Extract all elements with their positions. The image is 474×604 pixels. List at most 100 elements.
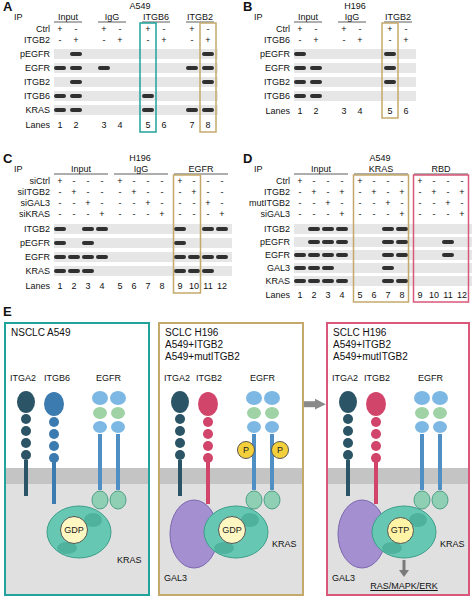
blot-band [308, 266, 320, 270]
itga2-domain [175, 450, 185, 460]
kras-protein [47, 506, 111, 558]
panel-letter: A [3, 0, 12, 14]
blot-band [384, 80, 396, 84]
plus-minus-sign: - [419, 198, 422, 208]
blot-row-label: EGFR [25, 63, 50, 73]
signal-arrow-head [399, 570, 409, 577]
integrin-beta-domain [49, 441, 59, 451]
blot-band [396, 253, 408, 257]
integrin-beta-domain [371, 429, 381, 439]
blot-row-label: pEGFR [20, 49, 50, 59]
lane-number: 3 [101, 120, 106, 130]
protein-label: KRAS [440, 539, 465, 549]
lane-number: 12 [217, 281, 227, 291]
plus-minus-sign: + [339, 187, 344, 197]
plus-minus-sign: - [433, 209, 436, 219]
signal-arrow-shaft [403, 560, 406, 571]
plus-minus-sign: + [431, 187, 436, 197]
plus-minus-sign: + [131, 187, 136, 197]
blot-strip [294, 250, 472, 260]
plus-minus-sign: + [161, 35, 166, 45]
egfr-kinase [432, 491, 448, 509]
egfr-kinase [414, 491, 430, 509]
egfr-domain [432, 391, 448, 405]
plus-minus-sign: + [459, 209, 464, 219]
group-header: IgG [105, 12, 120, 22]
process-arrow [304, 401, 317, 407]
plus-minus-sign: + [177, 176, 182, 186]
blot-band [310, 66, 322, 70]
plus-minus-sign: - [341, 176, 344, 186]
plus-minus-sign: - [299, 198, 302, 208]
plus-minus-sign: - [161, 176, 164, 186]
lane-number: 2 [71, 281, 76, 291]
egfr-domain [265, 421, 279, 433]
blot-band [294, 80, 306, 84]
protein-label: GAL3 [164, 573, 187, 583]
plus-minus-sign: - [327, 176, 330, 186]
blot-band [174, 227, 186, 231]
blot-band [384, 52, 396, 56]
plus-minus-sign: + [205, 35, 210, 45]
egfr-domain [264, 391, 280, 405]
itga2-domain [175, 426, 185, 436]
plus-minus-sign: + [445, 198, 450, 208]
plus-minus-sign: - [147, 209, 150, 219]
lane-number: 3 [341, 106, 346, 116]
plus-minus-sign: - [221, 187, 224, 197]
blot-strip [54, 91, 218, 101]
blot-band [202, 80, 214, 84]
plus-minus-sign: + [313, 35, 318, 45]
plus-minus-sign: - [359, 187, 362, 197]
cell-line-label: H196 [344, 1, 366, 11]
lane-number: 1 [57, 120, 62, 130]
protein-label: ITGA2 [164, 373, 190, 383]
molecule-circle: P [237, 441, 255, 459]
plus-minus-sign: - [327, 187, 330, 197]
group-header: IgG [134, 164, 149, 174]
egfr-stalk [438, 434, 442, 490]
plus-minus-sign: - [359, 24, 362, 34]
plus-minus-sign: - [299, 35, 302, 45]
blot-band [322, 266, 334, 270]
plus-minus-sign: - [119, 209, 122, 219]
integrin-beta-stalk [374, 460, 378, 504]
plus-minus-sign: - [221, 198, 224, 208]
itga2-domain [21, 426, 31, 436]
blot-band [54, 108, 66, 112]
plus-minus-sign: - [193, 198, 196, 208]
condition-label: mutITGB2 [249, 198, 290, 208]
plus-minus-sign: - [101, 187, 104, 197]
plus-minus-sign: - [87, 209, 90, 219]
integrin-beta-domain [203, 417, 213, 427]
plus-minus-sign: - [433, 176, 436, 186]
condition-label: siCtrl [30, 176, 51, 186]
itga2-stalk [346, 460, 350, 496]
plus-minus-sign: - [75, 24, 78, 34]
plus-minus-sign: - [461, 198, 464, 208]
integrin-beta-head [366, 392, 386, 416]
kras-protein [204, 506, 268, 558]
lanes-label: Lanes [25, 281, 50, 291]
integrin-beta-stalk [206, 460, 210, 504]
molecule-text: P [243, 445, 249, 455]
integrin-beta-domain [203, 441, 213, 451]
molecule-text: GTP [391, 525, 410, 535]
plus-minus-sign: - [401, 176, 404, 186]
protein-label: GAL3 [332, 573, 355, 583]
plus-minus-sign: - [359, 209, 362, 219]
plus-minus-sign: - [387, 209, 390, 219]
lane-number: 2 [313, 106, 318, 116]
plus-minus-sign: + [101, 24, 106, 34]
condition-label: ITGB2 [264, 187, 290, 197]
itga2-domain [21, 438, 31, 448]
egfr-domain [415, 407, 429, 419]
blot-row-label: pEGFR [20, 238, 50, 248]
lane-number: 11 [203, 281, 212, 291]
lane-number: 1 [297, 106, 302, 116]
blot-band [186, 66, 198, 70]
plus-minus-sign: - [147, 187, 150, 197]
egfr-domain [433, 407, 447, 419]
blot-band [202, 108, 214, 112]
